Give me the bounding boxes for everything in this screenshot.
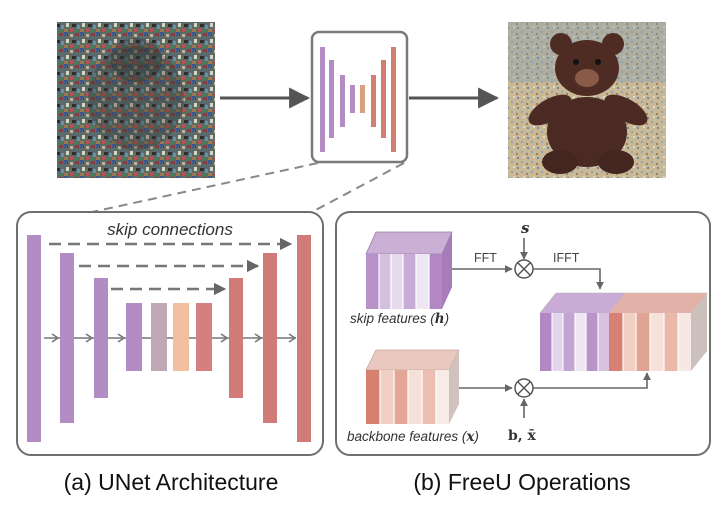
s-symbol: s — [521, 219, 530, 237]
dec-block-3 — [263, 253, 277, 423]
mini-enc-4 — [350, 85, 355, 113]
unet-panel-frame — [16, 211, 324, 456]
enc-block-3 — [94, 278, 108, 398]
multiply-op-skip — [514, 259, 534, 279]
skip-features-label: skip features (h) — [350, 311, 449, 327]
multiply-op-backbone — [514, 378, 534, 398]
backbone-features-label: backbone features (x) — [347, 429, 479, 445]
mid-block-1 — [151, 303, 167, 371]
mini-dec-2 — [381, 60, 386, 138]
backbone-features-cube — [365, 349, 460, 424]
dec-block-2 — [229, 278, 243, 398]
mini-mid — [360, 85, 365, 113]
caption-freeu: (b) FreeU Operations — [413, 469, 630, 495]
mini-dec-1 — [371, 75, 376, 127]
backbone-out-arrow — [533, 372, 651, 389]
enc-block-4 — [126, 303, 142, 371]
enc-block-1 — [27, 235, 41, 442]
b-xbar-symbol: b, x̄ — [508, 428, 537, 444]
zoom-line-left — [91, 162, 319, 213]
dec-block-1 — [196, 303, 212, 371]
ifft-label: IFFT — [553, 251, 580, 265]
mini-enc-3 — [340, 75, 345, 127]
mini-enc-2 — [329, 60, 334, 138]
output-teddy-image — [508, 22, 666, 178]
fft-label: FFT — [474, 251, 497, 265]
concat-features-cube — [539, 292, 708, 371]
enc-block-2 — [60, 253, 74, 423]
skip-connections-label: skip connections — [107, 220, 233, 239]
mid-block-2 — [173, 303, 189, 371]
mini-dec-3 — [391, 47, 396, 152]
dec-block-4 — [297, 235, 311, 442]
mini-enc-1 — [320, 47, 325, 152]
input-noisy-image — [57, 22, 215, 178]
flow-arrowheads — [51, 333, 297, 343]
zoom-line-right — [311, 162, 405, 213]
caption-unet: (a) UNet Architecture — [64, 469, 279, 495]
ifft-arrow — [533, 268, 604, 290]
skip-features-cube — [365, 231, 453, 309]
mini-unet-box — [310, 30, 409, 164]
